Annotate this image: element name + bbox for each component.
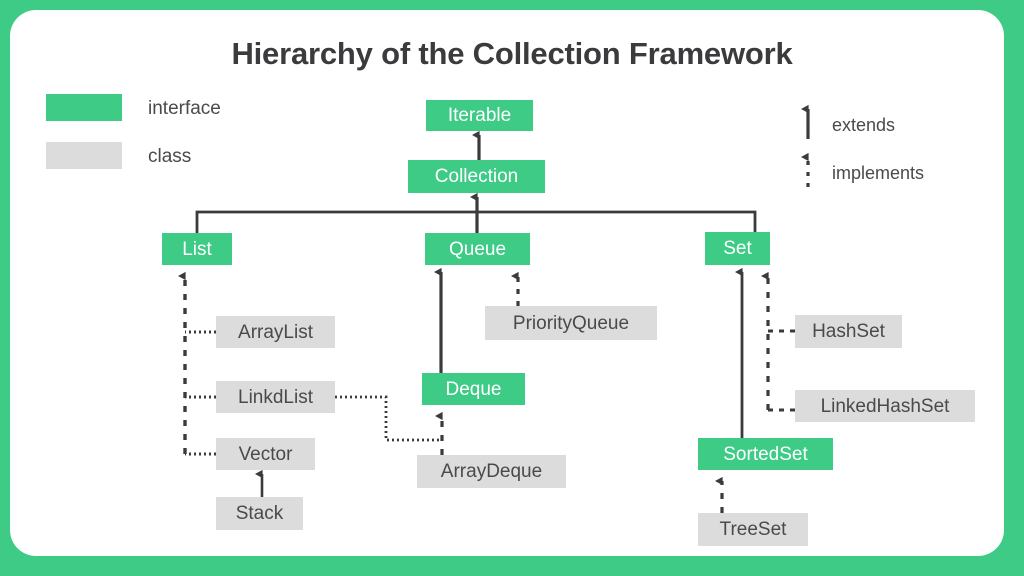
node-stack[interactable]: Stack	[216, 497, 303, 530]
node-set[interactable]: Set	[705, 232, 770, 265]
key-implements-label: implements	[832, 163, 925, 183]
node-hashset[interactable]: HashSet	[795, 315, 902, 348]
node-arraylist[interactable]: ArrayList	[216, 316, 335, 348]
node-vector[interactable]: Vector	[216, 438, 315, 470]
node-queue[interactable]: Queue	[425, 233, 530, 265]
node-deque[interactable]: Deque	[422, 373, 525, 405]
node-arraydeque[interactable]: ArrayDeque	[417, 455, 566, 488]
diagram-stage: Hierarchy of the Collection Framework in…	[10, 10, 1004, 556]
diagram-card: Hierarchy of the Collection Framework in…	[10, 10, 1004, 556]
node-treeset[interactable]: TreeSet	[698, 513, 808, 546]
node-linkdlist[interactable]: LinkdList	[216, 381, 335, 413]
node-collection[interactable]: Collection	[408, 160, 545, 193]
key-extends-label: extends	[832, 115, 896, 135]
legend-class-swatch	[46, 142, 122, 169]
page-title: Hierarchy of the Collection Framework	[231, 36, 793, 71]
legend-class-label: class	[148, 146, 192, 167]
node-priorityqueue[interactable]: PriorityQueue	[485, 306, 657, 340]
node-linkedhashset[interactable]: LinkedHashSet	[795, 390, 975, 422]
node-list[interactable]: List	[162, 233, 232, 265]
legend-interface-label: interface	[148, 98, 221, 119]
legend-interface-swatch	[46, 94, 122, 121]
node-iterable[interactable]: Iterable	[426, 100, 533, 131]
edge-bus-horizontal	[195, 210, 757, 233]
node-sortedset[interactable]: SortedSet	[698, 438, 833, 470]
